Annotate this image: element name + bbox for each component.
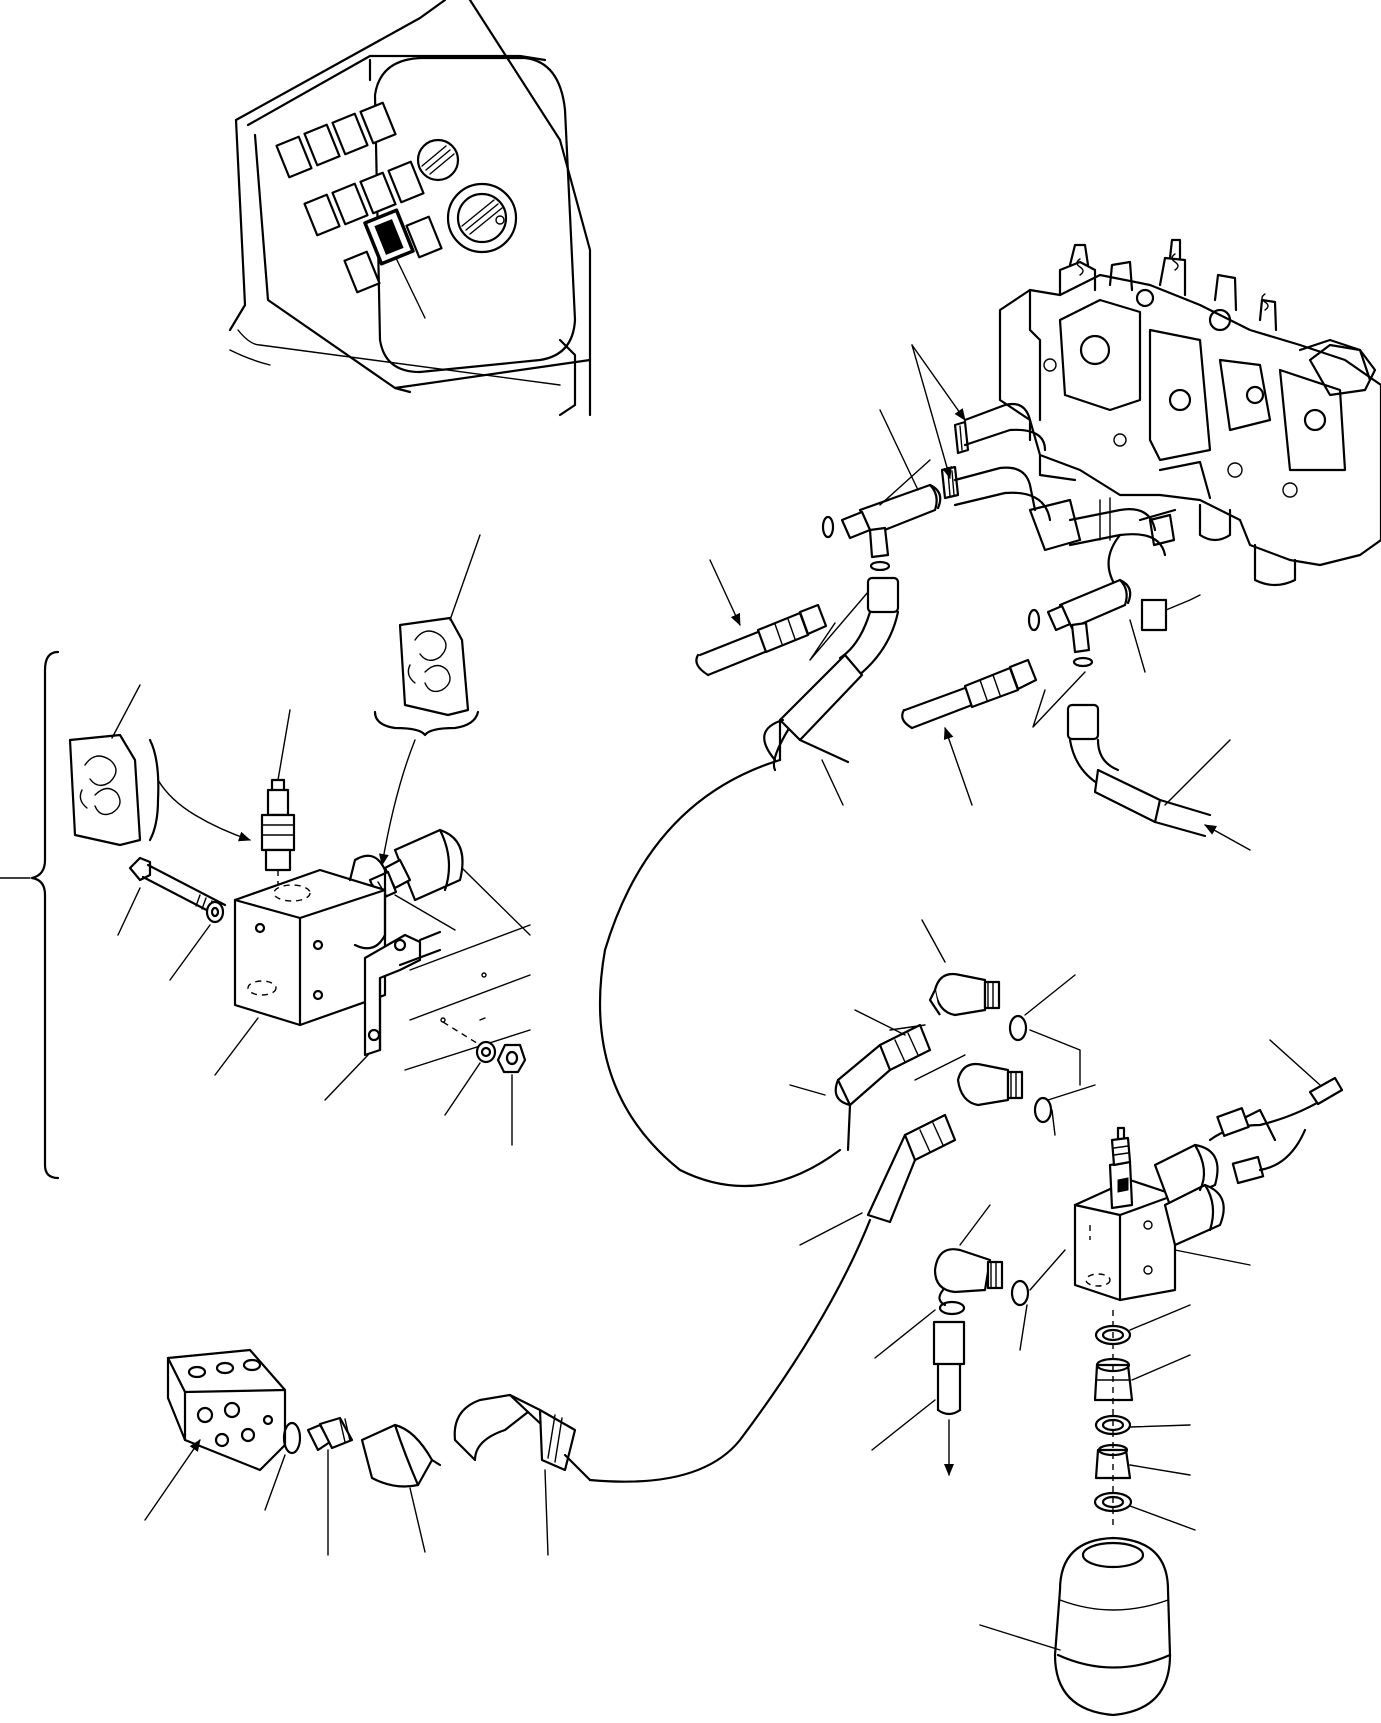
elbow-fitting-a [921, 919, 1076, 1042]
inlet-hose-upper [695, 559, 828, 677]
bolt [117, 856, 227, 936]
rocker-switch-row-3 [343, 215, 443, 294]
grease-symbol-left [68, 684, 142, 847]
nut [496, 1043, 527, 1146]
rocker-switch-row-1 [275, 101, 397, 179]
mounting-plate [404, 924, 531, 1071]
control-valve-assembly [940, 238, 1381, 632]
rotary-knob-lower [446, 182, 518, 254]
wiring-harness-connectors [1208, 1039, 1344, 1185]
manifold-o-ring [264, 1421, 302, 1511]
arrow-to-valve-port-b [911, 344, 952, 479]
arrow-to-valve-port-a [911, 344, 966, 421]
rotary-knob-upper [416, 138, 460, 182]
rocker-switch-row-2 [303, 160, 425, 237]
manifold-connector [306, 1416, 354, 1556]
grease-symbol-right [398, 534, 481, 717]
elbow-hose-upper [763, 576, 900, 772]
solenoid-coil-left [368, 828, 531, 936]
coupler-hose-a [789, 1009, 932, 1152]
solenoid-valve-block-right [1073, 1126, 1251, 1302]
assembly-brace [0, 650, 60, 1180]
tee-fitting-lower [1046, 578, 1146, 673]
manifold-hose [453, 1393, 592, 1556]
pressure-switch-left [260, 709, 296, 905]
accumulator [979, 1536, 1172, 1717]
mounting-bracket [324, 930, 442, 1101]
valve-block-left [214, 854, 387, 1076]
elbow-hose-lower [1066, 703, 1251, 851]
inlet-hose-lower [901, 658, 1038, 806]
valve-elbow-pipes [940, 402, 1212, 587]
long-hose-loop [598, 738, 850, 1188]
cab-switch-panel [228, 0, 592, 417]
washer-small [444, 1040, 497, 1116]
fitting-stack [1093, 1304, 1196, 1531]
manifold-elbow [360, 1423, 442, 1553]
manifold-block [144, 1348, 287, 1521]
highlighted-switch [363, 208, 415, 266]
tee-fitting-upper [840, 409, 942, 559]
washer [169, 900, 225, 981]
elbow-fitting-b [914, 1054, 1096, 1124]
elbow-fitting-c [871, 1204, 1030, 1476]
coupler-hose-b [588, 1113, 957, 1483]
